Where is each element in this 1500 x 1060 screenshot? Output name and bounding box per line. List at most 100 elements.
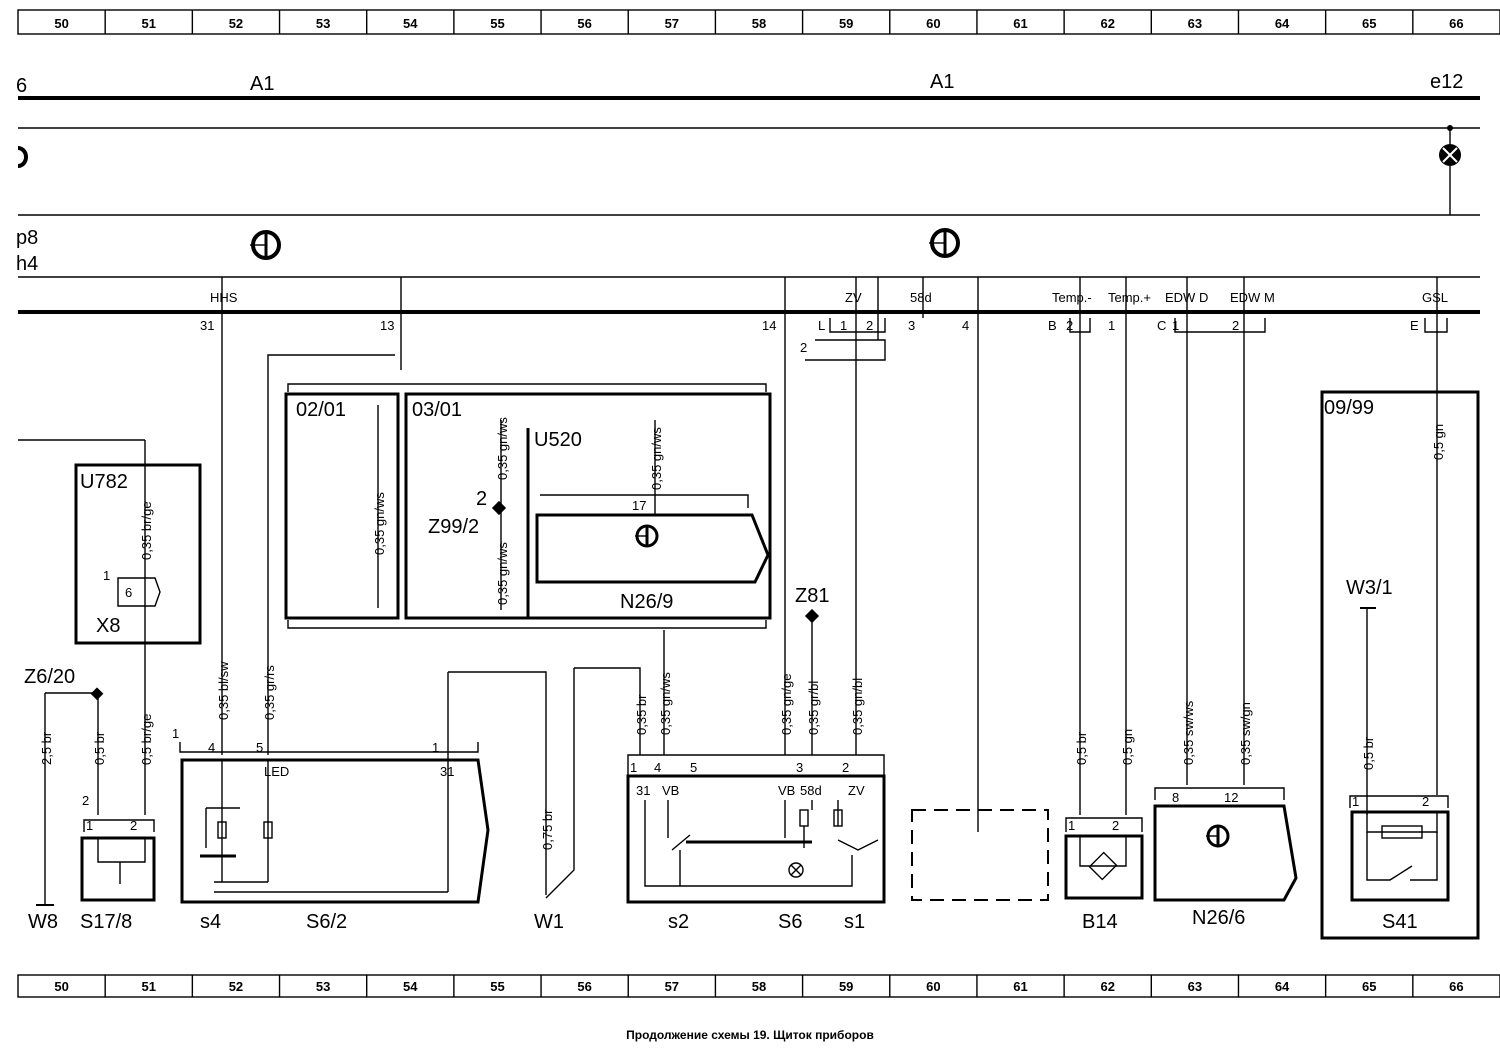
wire-label: 0,35 gr/bl — [806, 681, 821, 735]
ruler-cell: 59 — [839, 979, 853, 994]
s4-label: s4 — [200, 911, 221, 933]
wire-label: 0,35 br — [634, 694, 649, 735]
ruler-cell: 60 — [926, 16, 940, 31]
n266-module — [1153, 804, 1298, 902]
ruler-cell: 53 — [316, 979, 330, 994]
w8-label: W8 — [28, 911, 58, 933]
b14-label: B14 — [1082, 911, 1118, 933]
ruler-cell: 61 — [1013, 16, 1027, 31]
u782-label: U782 — [80, 471, 128, 493]
w1-ground: 0,75 br W1 — [534, 667, 641, 933]
pin-label: E — [1410, 318, 1419, 333]
pin-label: 2 — [130, 818, 137, 833]
module-group: 02/01 0,35 gn/ws 03/01 U520 0,35 gn/ws 0… — [284, 383, 772, 629]
pin-label: 8 — [1172, 790, 1179, 805]
ruler-cell: 57 — [665, 979, 679, 994]
wire-label: 0,35 sw/ws — [1181, 700, 1196, 765]
ruler-cell: 50 — [54, 979, 68, 994]
s6-module — [626, 774, 886, 904]
wire-label: 0,5 br — [92, 731, 107, 765]
pin-label: 2 — [1112, 818, 1119, 833]
wire-label: 0,35 br/ge — [139, 501, 154, 560]
ruler-cell: 59 — [839, 16, 853, 31]
u520-label: U520 — [534, 429, 582, 451]
ruler-cell: 62 — [1100, 16, 1114, 31]
pin-label: 4 — [208, 740, 215, 755]
pin-label: 13 — [380, 318, 394, 333]
wire-label: 0,35 sw/gn — [1238, 702, 1253, 765]
pin-label: 1 — [1108, 318, 1115, 333]
ruler-cell: 63 — [1188, 16, 1202, 31]
pin-label: 2 — [82, 793, 89, 808]
connector-labels: HHS ZV 58d Temp.- Temp.+ EDW D EDW M GSL… — [200, 290, 1448, 361]
motor-icon — [250, 230, 281, 260]
motor-icon — [929, 228, 960, 258]
terminal-label: VB — [778, 783, 795, 798]
cluster-bus: 6 A1 A1 e12 p8 h4 — [16, 71, 1480, 314]
bulb-icon — [788, 862, 804, 878]
ruler-cell: 65 — [1362, 979, 1376, 994]
x8-label: X8 — [96, 615, 120, 637]
ruler-cell: 66 — [1449, 979, 1463, 994]
lamp-icon — [1439, 125, 1461, 215]
pin-label: 1 — [1068, 818, 1075, 833]
ruler-cell: 57 — [665, 16, 679, 31]
wire-label: 0,75 br — [540, 809, 555, 850]
u782-module: U782 0,35 br/ge 1 6 X8 — [18, 439, 202, 815]
ruler-cell: 56 — [577, 979, 591, 994]
wire-label: 0,35 gn/ws — [658, 672, 673, 735]
wire-label: 0,35 gn/bl — [850, 678, 865, 735]
ruler-cell: 55 — [490, 979, 504, 994]
b14-sensor — [1064, 834, 1144, 900]
zv-label: ZV — [845, 290, 862, 305]
ruler-cell: 65 — [1362, 16, 1376, 31]
z99-pin-label: 2 — [476, 488, 487, 510]
pin-label: 17 — [632, 498, 646, 513]
wire-label: 0,5 gn — [1431, 424, 1446, 460]
pin-label: 2 — [866, 318, 873, 333]
s6-label: S6 — [778, 911, 802, 933]
pin-label: 4 — [654, 760, 661, 775]
s1-label: s1 — [844, 911, 865, 933]
s178-switch — [80, 836, 156, 902]
pin-label: B — [1048, 318, 1057, 333]
hhs-label: HHS — [210, 290, 238, 305]
bus-drops — [221, 277, 1438, 832]
motor-icon — [635, 524, 659, 548]
ruler-cell: 61 — [1013, 979, 1027, 994]
module-0201 — [284, 392, 400, 620]
ruler-cell: 50 — [54, 16, 68, 31]
wire-label: 0,5 gn — [1120, 729, 1135, 765]
wire-label: 2,5 br — [39, 731, 54, 765]
wire-label: 0,35 gn/ws — [372, 492, 387, 555]
w31-label: W3/1 — [1346, 577, 1393, 599]
ruler-cell: 55 — [490, 16, 504, 31]
pin-label: 2 — [800, 340, 807, 355]
module-0999-label: 09/99 — [1324, 397, 1374, 419]
ruler-cell: 54 — [403, 979, 418, 994]
wire-label: 0,35 bl/sw — [216, 661, 231, 720]
pin-label: 1 — [1352, 794, 1359, 809]
pin-label: C — [1157, 318, 1166, 333]
wire-label: 0,35 gn/ws — [495, 417, 510, 480]
terminal-label: 58d — [800, 783, 822, 798]
pin-label: 5 — [690, 760, 697, 775]
ruler-cell: 56 — [577, 16, 591, 31]
module-0999 — [1320, 390, 1480, 940]
pin-label: 6 — [125, 585, 132, 600]
pin-label: 3 — [908, 318, 915, 333]
diagram-caption: Продолжение схемы 19. Щиток приборов — [626, 1028, 874, 1042]
ruler-cell: 62 — [1100, 979, 1114, 994]
ruler-cell: 58 — [752, 16, 766, 31]
ruler-cell: 58 — [752, 979, 766, 994]
s178-group: Z6/20 2,5 br 0,5 br 0,5 br/ge W8 2 1 2 S… — [24, 666, 156, 933]
z81-label: Z81 — [795, 585, 829, 607]
pin-label: L — [818, 318, 825, 333]
e12-label: e12 — [1430, 71, 1463, 93]
ruler-cell: 51 — [142, 979, 156, 994]
ruler-cell: 51 — [142, 16, 156, 31]
s178-label: S17/8 — [80, 911, 132, 933]
module-0301-label: 03/01 — [412, 399, 462, 421]
ruler-cell: 60 — [926, 979, 940, 994]
